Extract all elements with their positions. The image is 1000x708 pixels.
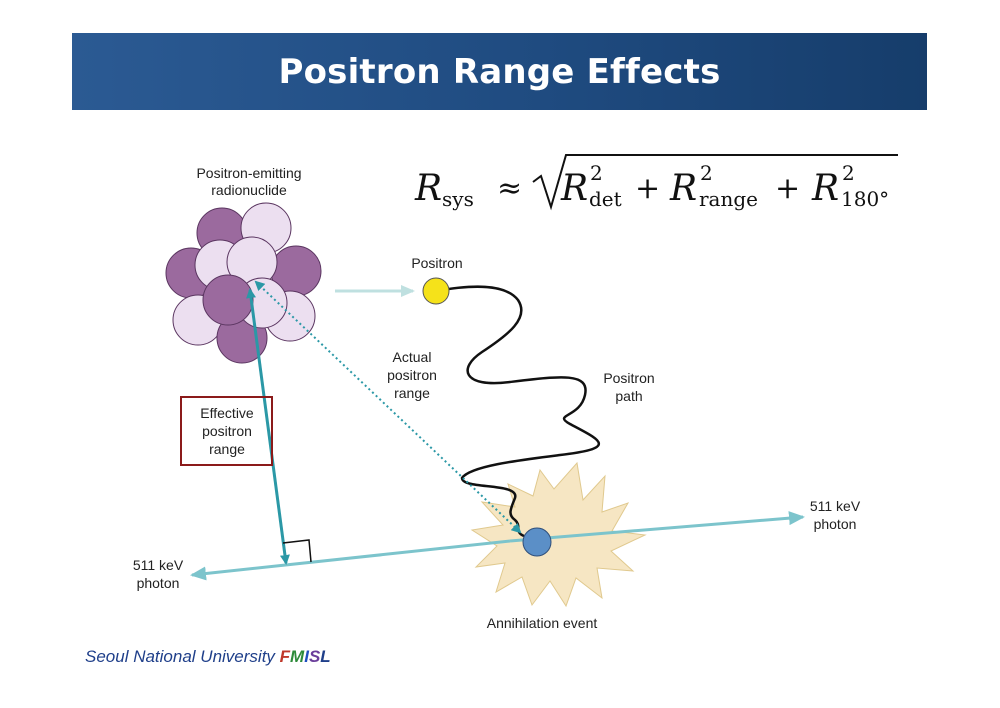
effective-label-line3: range (209, 441, 245, 457)
effective-label-line2: positron (202, 423, 252, 439)
effective-label-line1: Effective (200, 405, 254, 421)
actual-label-line2: positron (387, 367, 437, 383)
footer-letter-m: M (290, 647, 305, 666)
photon-right-arrow (509, 511, 805, 543)
footer-letter-l: L (320, 647, 331, 666)
nuclide-label-line1: Positron-emitting (196, 165, 301, 181)
photon-left-label-line2: photon (137, 575, 180, 591)
title-bar: Positron Range Effects (72, 33, 927, 110)
eq-lhs-sub: sys (442, 187, 474, 211)
eq-term3-sub: 180° (841, 187, 889, 211)
footer-text: Seoul National University (85, 647, 280, 666)
effective-range-arrow (246, 288, 290, 565)
photon-left-arrow (190, 539, 511, 581)
nucleus-cluster (165, 202, 322, 364)
page-title: Positron Range Effects (278, 51, 721, 92)
footer-credit: Seoul National University FMISL (85, 647, 331, 667)
path-label-line2: path (615, 388, 642, 404)
eq-term1-symbol: R (560, 168, 588, 209)
footer-letter-s: S (308, 647, 321, 666)
annihilation-label: Annihilation event (487, 615, 598, 631)
eq-plus-2: + (775, 171, 800, 206)
photon-right-label-line1: 511 keV (810, 498, 861, 514)
effective-range-box (180, 396, 273, 466)
eq-plus-1: + (635, 171, 660, 206)
actual-label-line3: range (394, 385, 430, 401)
right-angle-marker (282, 539, 312, 563)
eq-term1-sup: 2 (590, 161, 603, 185)
photon-right-label-line2: photon (814, 516, 857, 532)
eq-term3-sup: 2 (842, 161, 855, 185)
eq-lhs-symbol: R (414, 168, 442, 209)
positron-label: Positron (411, 255, 462, 271)
footer-letter-i: I (304, 647, 309, 666)
sqrt-sign (532, 154, 898, 211)
nuclide-label-line2: radionuclide (211, 182, 287, 198)
eq-term1-sub: det (589, 187, 622, 211)
eq-term2-sup: 2 (700, 161, 713, 185)
eq-term2-symbol: R (669, 168, 697, 209)
annihilation-starburst (470, 461, 647, 608)
eq-approx: ≈ (497, 171, 522, 206)
actual-range-dotted-arrow (254, 280, 522, 534)
path-label-line1: Positron (603, 370, 654, 386)
system-resolution-equation: R sys ≈ R 2 det + R 2 range + R 2 180° (414, 154, 898, 211)
positron-ball (422, 277, 450, 305)
eq-term2-sub: range (699, 187, 758, 211)
footer-letter-f: F (279, 647, 291, 666)
annihilation-ball (522, 527, 552, 557)
photon-left-label-line1: 511 keV (133, 557, 184, 573)
actual-label-line1: Actual (393, 349, 432, 365)
eq-term3-symbol: R (811, 168, 839, 209)
